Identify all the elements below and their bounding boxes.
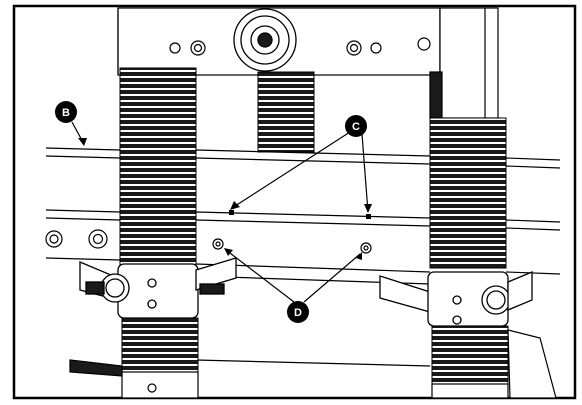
right-spring-lower — [431, 325, 509, 391]
callout-c: C — [345, 115, 367, 137]
callout-b: B — [55, 101, 77, 123]
pulley — [233, 8, 297, 72]
upper-rail — [45, 147, 561, 169]
left-spring-upper — [119, 67, 197, 269]
d-bolts — [212, 238, 372, 254]
right-spring-upper — [429, 117, 507, 269]
leader-lines — [71, 121, 369, 303]
right-column — [429, 7, 499, 119]
c-marks — [229, 210, 371, 219]
left-spring-lower — [121, 317, 199, 379]
left-clamp — [79, 257, 237, 319]
callout-b-label: B — [62, 107, 70, 119]
center-spring — [257, 71, 315, 153]
right-base — [431, 329, 557, 399]
callout-c-label: C — [352, 121, 360, 133]
callout-d: D — [287, 301, 309, 323]
left-base — [69, 359, 199, 399]
frame-bolts-left — [45, 229, 108, 249]
callout-d-label: D — [294, 307, 302, 319]
right-clamp — [379, 271, 533, 327]
lower-rail — [45, 209, 561, 231]
leader-arrowheads — [78, 138, 372, 260]
